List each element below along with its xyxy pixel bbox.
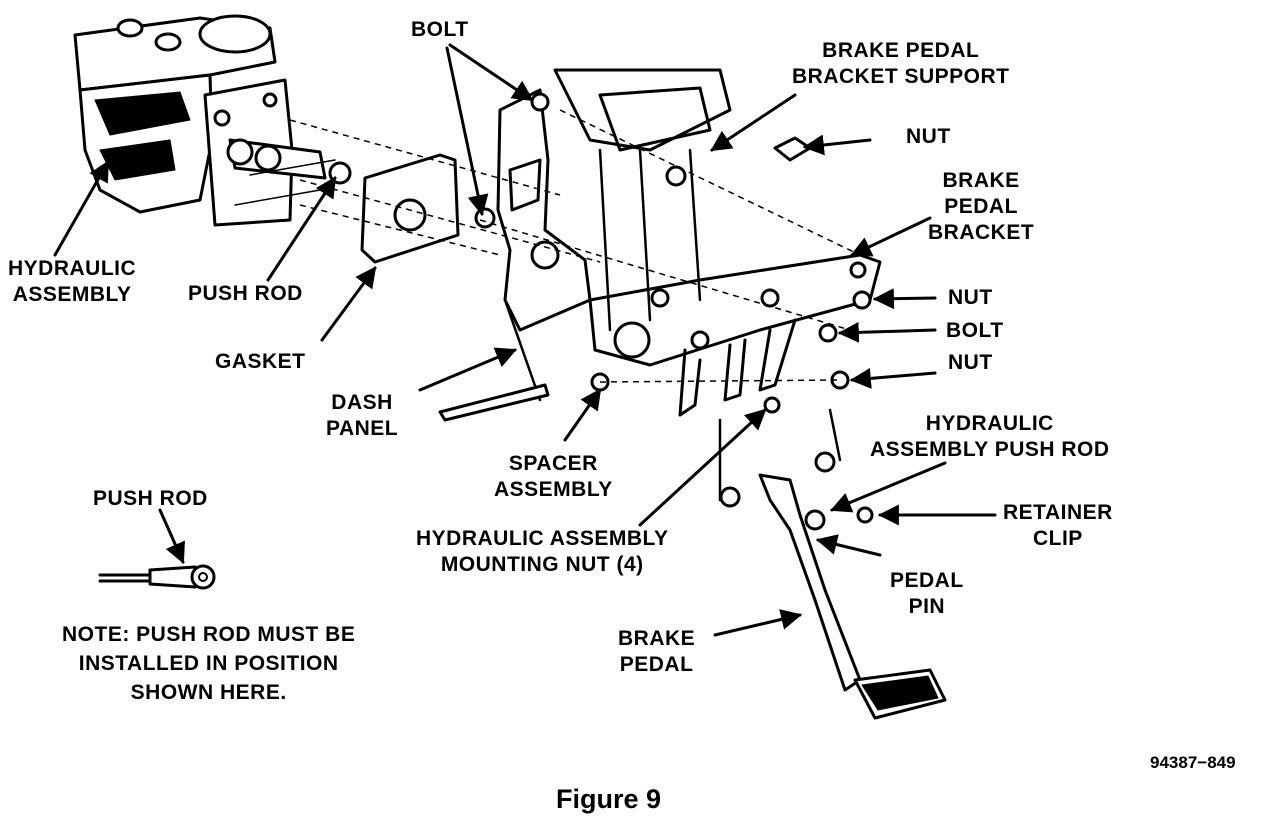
label-nut-lower: NUT (948, 351, 993, 374)
label-dash-panel: DASH PANEL (326, 391, 399, 440)
label-hydraulic-assembly-mounting-nut: HYDRAULIC ASSEMBLY MOUNTING NUT (4) (416, 527, 669, 576)
part-code: 94387−849 (1150, 753, 1236, 772)
label-bolt-top: BOLT (411, 18, 469, 41)
label-brake-pedal: BRAKE PEDAL (618, 627, 696, 676)
label-brake-pedal-bracket: BRAKE PEDAL BRACKET (928, 169, 1035, 244)
label-hydraulic-assembly: HYDRAULIC ASSEMBLY (8, 257, 137, 306)
figure-caption: Figure 9 (556, 784, 662, 814)
label-hydraulic-assembly-push-rod: HYDRAULIC ASSEMBLY PUSH ROD (870, 412, 1110, 461)
label-retainer-clip: RETAINER CLIP (1003, 501, 1113, 550)
hydraulic-assembly-drawing (73, 14, 352, 227)
label-gasket: GASKET (215, 350, 306, 373)
brake-pedal-bracket-drawing (553, 68, 882, 417)
label-pedal-pin: PEDAL PIN (890, 569, 964, 618)
installation-note: NOTE: PUSH ROD MUST BE INSTALLED IN POSI… (62, 623, 356, 704)
brake-pedal-drawing (718, 408, 947, 720)
push-rod-detail-drawing (98, 564, 216, 590)
leader-arrows (53, 43, 997, 637)
label-push-rod: PUSH ROD (188, 282, 303, 305)
label-bolt-mid: BOLT (946, 319, 1004, 342)
label-push-rod-detail: PUSH ROD (93, 487, 208, 510)
label-nut-top: NUT (906, 125, 951, 148)
label-brake-pedal-bracket-support: BRAKE PEDAL BRACKET SUPPORT (792, 39, 1010, 88)
label-spacer-assembly: SPACER ASSEMBLY (494, 452, 613, 501)
label-nut-mid: NUT (948, 286, 993, 309)
